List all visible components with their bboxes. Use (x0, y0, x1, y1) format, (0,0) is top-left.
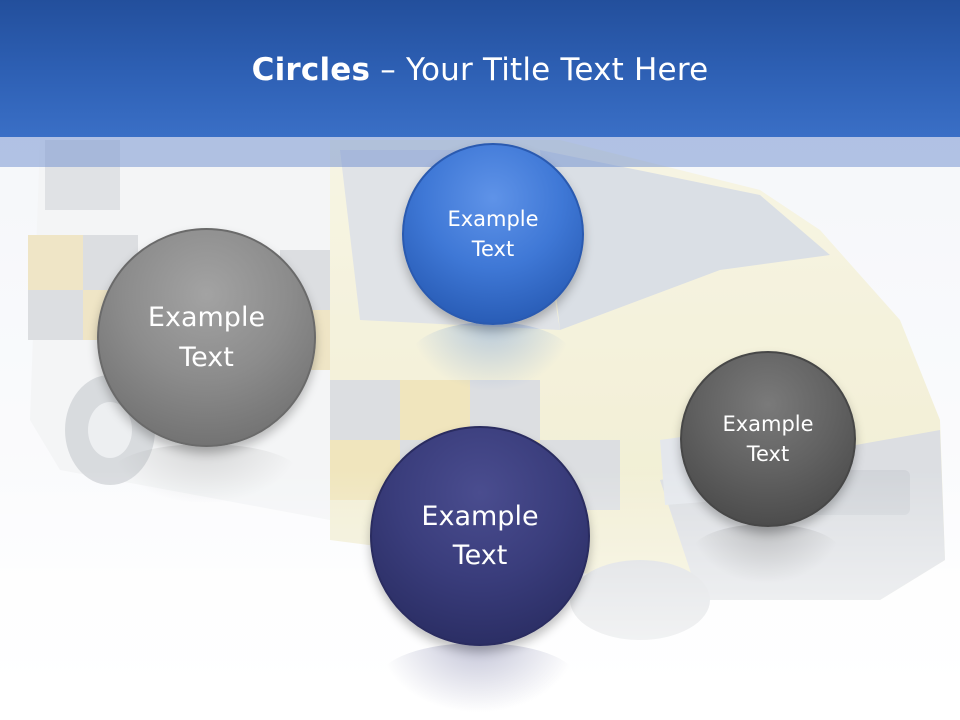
circle-left-gray[interactable]: Example Text (97, 228, 316, 447)
circle-text-line1: Example (421, 500, 539, 532)
circle-text-line2: Text (452, 540, 508, 571)
circle-bottom-navy[interactable]: Example Text (370, 426, 590, 646)
circle-right-dark-gray[interactable]: Example Text (680, 351, 856, 527)
circle-text-line1: Example (447, 206, 539, 231)
title-bar (0, 0, 960, 137)
slide-title-bold: Circles (251, 52, 371, 88)
circle-text-line2: Text (746, 442, 790, 466)
circle-text-line2: Text (471, 237, 515, 261)
slide-title: Circles – Your Title Text Here (0, 52, 960, 88)
circle-top-blue[interactable]: Example Text (402, 143, 584, 325)
circle-text-line2: Text (179, 341, 234, 373)
circle-text-line1: Example (722, 411, 814, 436)
circle-text-line1: Example (147, 302, 266, 334)
slide-title-rest: – Your Title Text Here (370, 52, 709, 88)
